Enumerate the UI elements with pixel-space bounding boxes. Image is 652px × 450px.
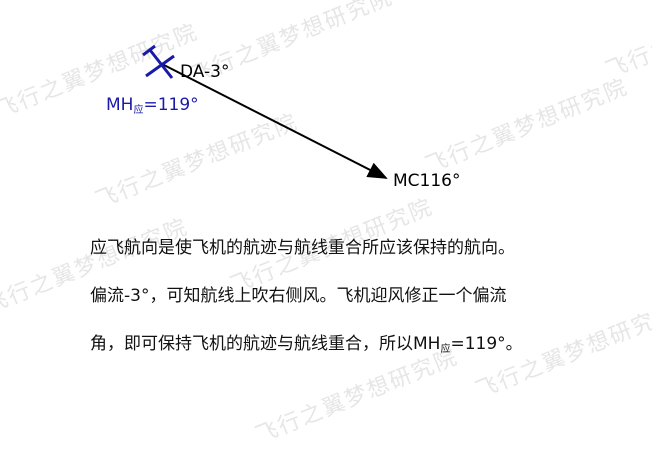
- heading-value: =119°: [143, 95, 199, 115]
- line3-subscript: 应: [440, 344, 451, 355]
- heading-line: [159, 62, 388, 179]
- line3-suffix: =119°。: [450, 334, 523, 354]
- aircraft-icon: [142, 44, 175, 79]
- explanation-line-1: 应飞航向是使飞机的航迹与航线重合所应该保持的航向。: [90, 238, 515, 258]
- magnetic-course-label: MC116°: [393, 171, 461, 191]
- explanation-line-3: 角，即可保持飞机的航迹与航线重合，所以MH应=119°。: [90, 329, 523, 355]
- drift-angle-label: DA-3°: [180, 62, 230, 82]
- navigation-diagram: [142, 44, 388, 179]
- magnetic-heading-label: MH应=119°: [106, 95, 199, 116]
- heading-main: MH: [106, 95, 134, 115]
- explanation-line-2: 偏流-3°，可知航线上吹右侧风。飞机迎风修正一个偏流: [90, 286, 507, 306]
- heading-subscript: 应: [133, 105, 144, 116]
- line3-prefix: 角，即可保持飞机的航迹与航线重合，所以MH: [90, 334, 441, 354]
